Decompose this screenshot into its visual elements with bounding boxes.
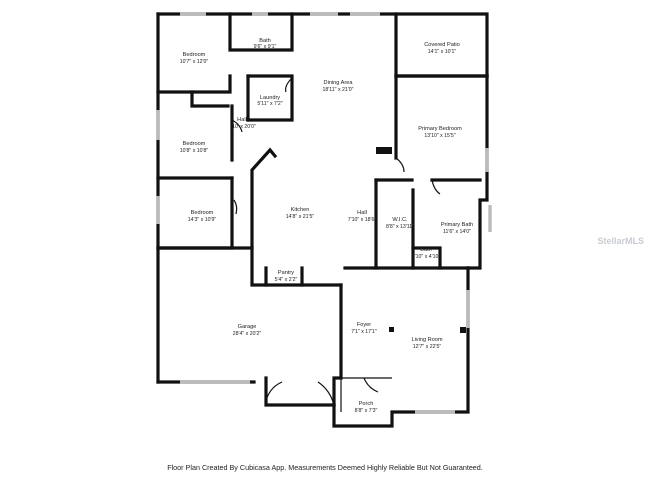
room-dims: 10'8" x 10'8" xyxy=(180,148,209,154)
room-name: Pantry xyxy=(278,270,294,276)
windows xyxy=(156,12,492,414)
room-name: Hall xyxy=(357,210,367,216)
room-dims: 11'6" x 14'0" xyxy=(443,229,471,235)
column-block xyxy=(460,327,466,333)
room-name: Hall xyxy=(237,117,247,123)
room-dims: 12'7" x 22'5" xyxy=(413,344,442,350)
column-block xyxy=(389,327,394,332)
room-name: Kitchen xyxy=(291,207,310,213)
watermark: StellarMLS xyxy=(597,236,644,246)
room-name: Living Room xyxy=(411,337,442,343)
room-dims: 10' x 20'0" xyxy=(232,124,256,130)
room-dims: 14'1" x 10'1" xyxy=(428,49,457,55)
room-dims: 10'7" x 12'0" xyxy=(180,59,209,65)
room-dims: 8'8" x 7'3" xyxy=(355,408,378,414)
room-dims: 7'10" x 18'6" xyxy=(348,217,377,223)
room-name: Laundry xyxy=(260,95,280,101)
interior-walls xyxy=(156,12,489,412)
room-name: Primary Bedroom xyxy=(418,126,462,132)
room-dims: 28'4" x 20'2" xyxy=(233,331,262,337)
room-name: Primary Bath xyxy=(441,222,473,228)
room-name: Bath xyxy=(420,247,432,253)
room-name: Bedroom xyxy=(191,210,214,216)
room-dims: 13'10" x 15'5" xyxy=(424,133,455,139)
room-name: Bedroom xyxy=(183,52,206,58)
room-dims: 9'6" x 9'1" xyxy=(254,44,277,50)
room-dims: 7'1" x 17'1" xyxy=(351,329,377,335)
room-name: Bath xyxy=(259,38,271,44)
room-dims: 5'11" x 7'2" xyxy=(257,101,282,107)
door-swings xyxy=(231,77,441,406)
column-block xyxy=(376,147,392,154)
room-name: Bedroom xyxy=(183,141,206,147)
room-dims: 14'3" x 10'9" xyxy=(188,217,217,223)
room-dims: 18'11" x 21'0" xyxy=(323,87,354,93)
room-dims: 5'4" x 2'2" xyxy=(275,277,298,283)
room-name: W.I.C. xyxy=(392,217,408,223)
room-name: Porch xyxy=(359,401,374,407)
room-name: Covered Patio xyxy=(424,42,459,48)
room-labels: Bedroom 10'7" x 12'0" Bath 9'6" x 9'1" L… xyxy=(180,38,473,414)
room-name: Dining Area xyxy=(324,80,354,86)
room-name: Foyer xyxy=(357,322,371,328)
room-name: Garage xyxy=(238,324,257,330)
room-dims: 8'8" x 13'11" xyxy=(386,224,414,230)
room-dims: 2'10" x 4'10" xyxy=(412,254,441,260)
footer-disclaimer: Floor Plan Created By Cubicasa App. Meas… xyxy=(167,463,483,472)
room-dims: 14'8" x 21'5" xyxy=(286,214,315,220)
